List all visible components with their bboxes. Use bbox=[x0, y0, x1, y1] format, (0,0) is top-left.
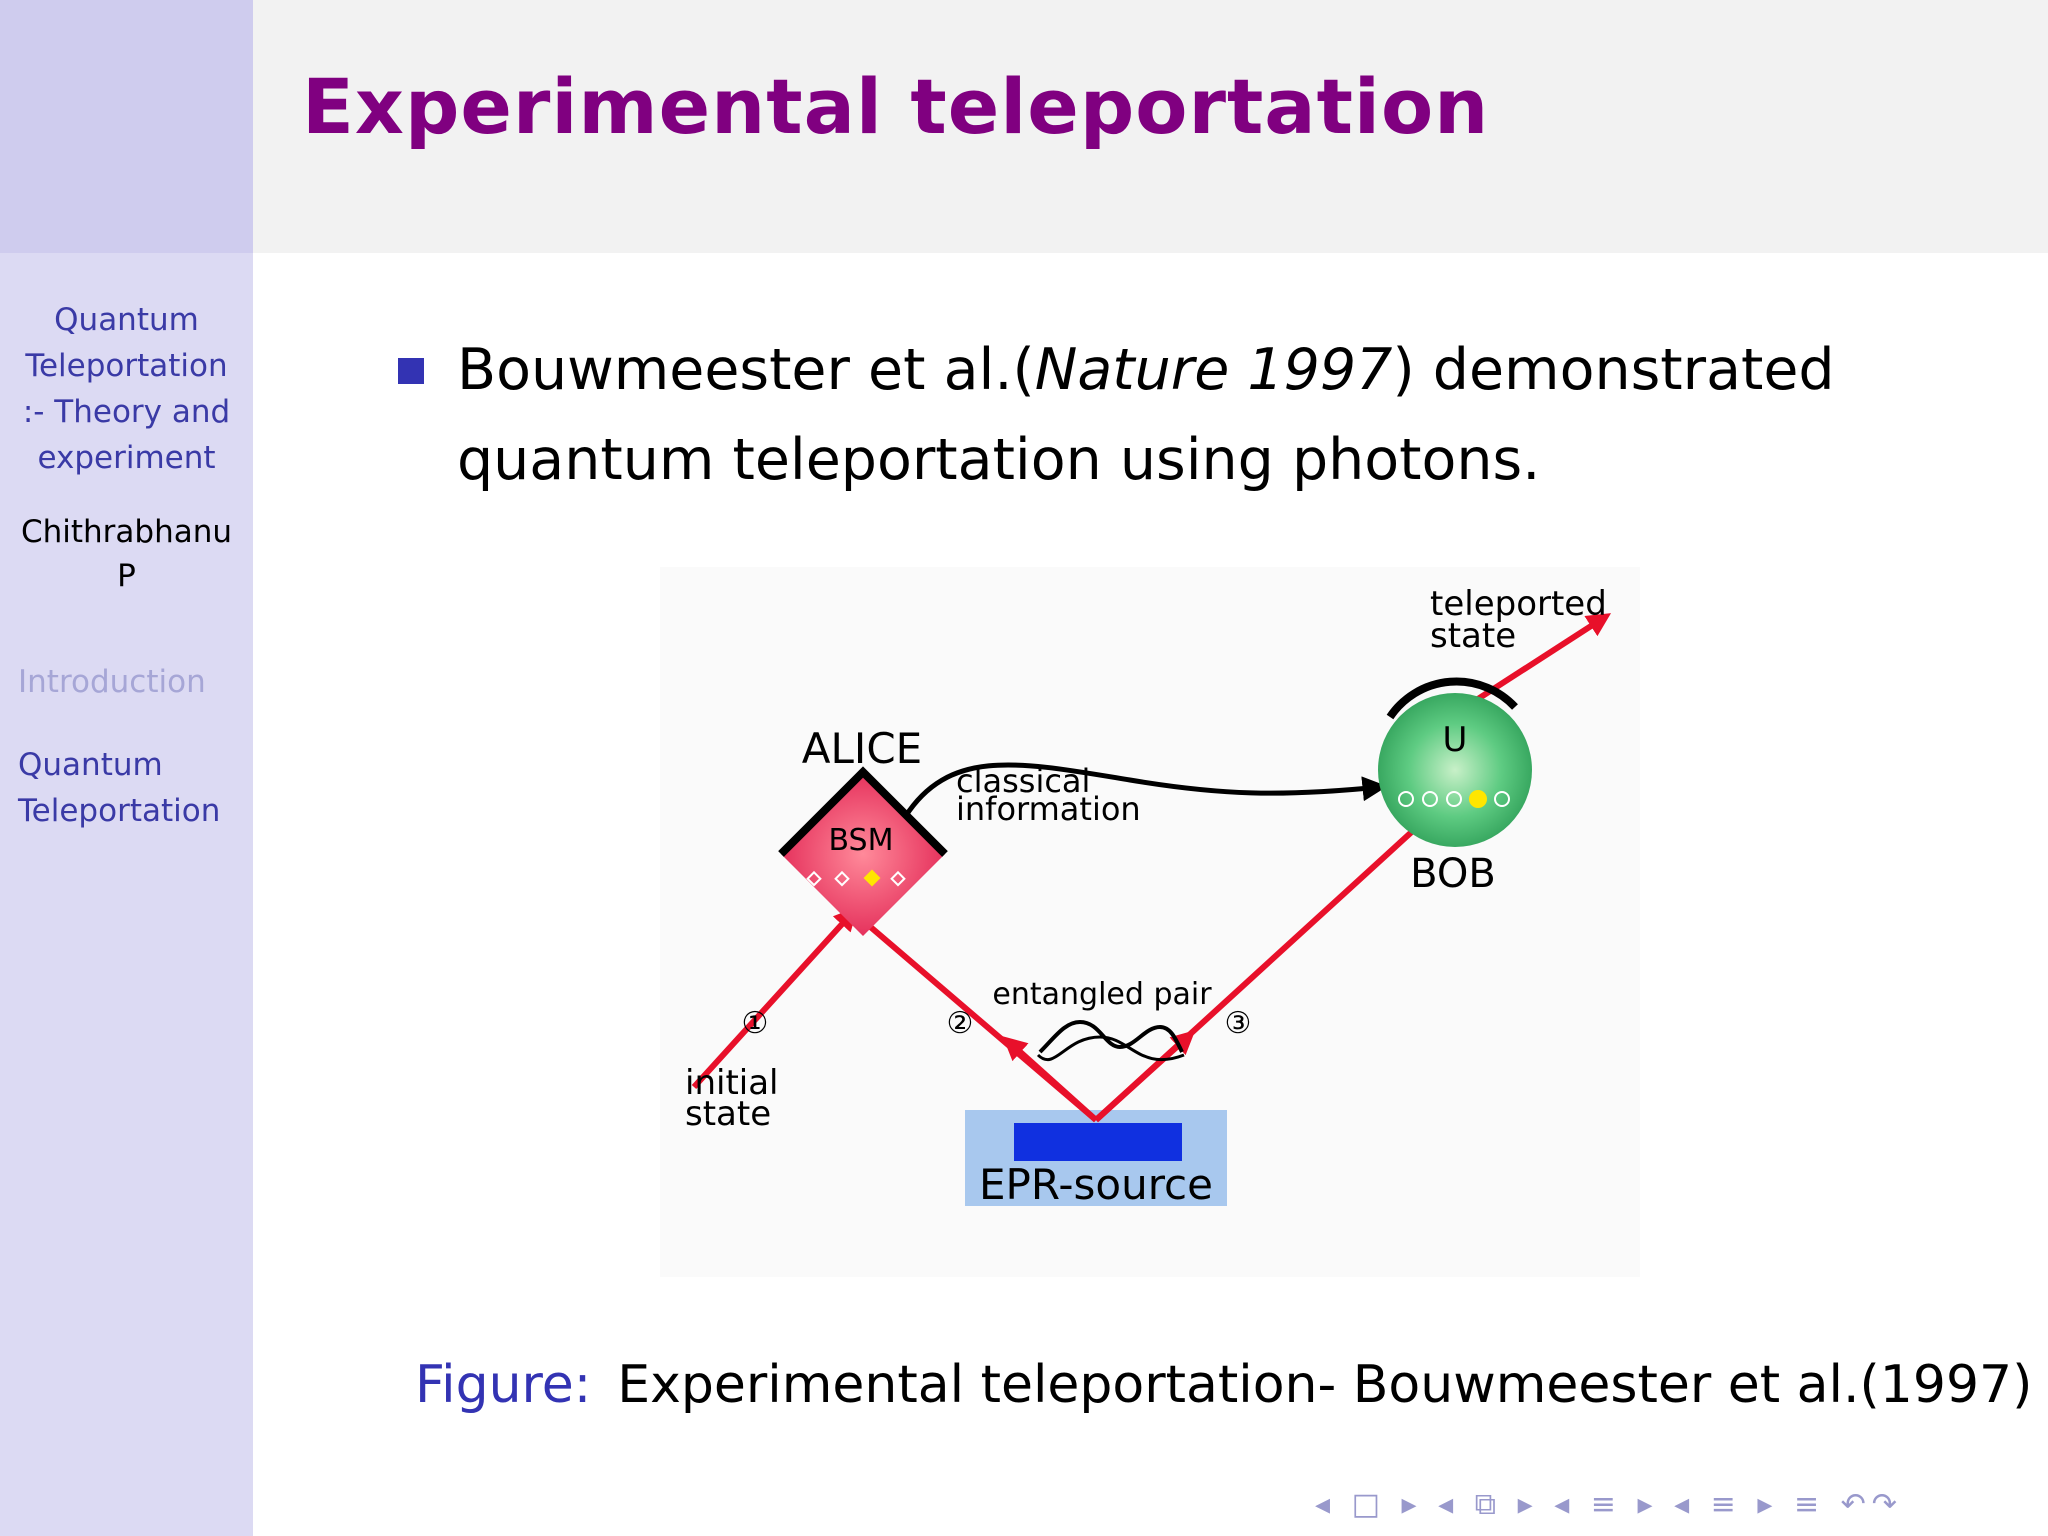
bob-unitary-arc bbox=[1386, 677, 1518, 720]
alice-label: ALICE bbox=[802, 724, 922, 773]
detector-icon bbox=[890, 870, 906, 887]
figure-image: EPR-source BSM ALICE classical informati… bbox=[660, 567, 1640, 1277]
entanglement-wave bbox=[1038, 1019, 1184, 1054]
bsm-label: BSM bbox=[829, 823, 894, 858]
bullet-text: Bouwmeester et al.(Nature 1997) demonstr… bbox=[457, 325, 1997, 505]
u-label: U bbox=[1443, 720, 1468, 760]
bullet-marker bbox=[398, 358, 424, 384]
caption-text: Experimental teleportation- Bouwmeester … bbox=[617, 1355, 2033, 1415]
detector-active-icon bbox=[1469, 790, 1487, 808]
presentation-title-line: Quantum bbox=[54, 302, 199, 338]
author-line: Chithrabhanu bbox=[20, 514, 233, 550]
epr-crystal bbox=[1014, 1123, 1182, 1161]
presentation-title-line: experiment bbox=[37, 440, 216, 476]
sidebar bbox=[0, 0, 253, 1536]
author-line: P bbox=[117, 558, 136, 594]
presentation-title-line: :- Theory and bbox=[22, 394, 231, 430]
beam-initial bbox=[691, 906, 858, 1090]
label-1: ① bbox=[742, 1006, 769, 1041]
beam-arrow-3 bbox=[1093, 1030, 1196, 1123]
beam-arrow-2 bbox=[1002, 1036, 1099, 1123]
detector-icon bbox=[1494, 791, 1510, 807]
author: Chithrabhanu P bbox=[0, 510, 253, 598]
initial-label: initial bbox=[685, 1063, 779, 1103]
entanglement-wave bbox=[1036, 1035, 1185, 1062]
entangled-label: entangled pair bbox=[992, 977, 1212, 1012]
presentation-title-line: Teleportation bbox=[25, 348, 228, 384]
bullet-text-before: Bouwmeester et al.( bbox=[457, 337, 1035, 403]
sidebar-header bbox=[0, 0, 253, 253]
figure-caption: Figure: Experimental teleportation- Bouwm… bbox=[415, 1355, 2032, 1415]
information-label: information bbox=[956, 790, 1141, 828]
bob-label: BOB bbox=[1410, 851, 1496, 897]
detector-icon bbox=[1446, 791, 1462, 807]
label-3: ③ bbox=[1225, 1006, 1252, 1041]
sidebar-item-label: Quantum bbox=[18, 747, 163, 783]
label-2: ② bbox=[947, 1006, 974, 1041]
slide-header bbox=[253, 0, 2048, 253]
bullet-text-after: ) demonstrated quantum teleportation usi… bbox=[457, 337, 1835, 493]
classical-channel-arrow bbox=[902, 762, 1388, 819]
teleported-state-label: state bbox=[1430, 616, 1516, 656]
presentation-title[interactable]: Quantum Teleportation :- Theory and expe… bbox=[0, 297, 253, 481]
epr-label: EPR-source bbox=[979, 1160, 1213, 1209]
bob-sphere bbox=[1378, 693, 1532, 847]
caption-label: Figure: bbox=[415, 1355, 592, 1415]
beamer-navigation-bar[interactable]: ◂ □ ▸ ◂ ⧉ ▸ ◂ ≡ ▸ ◂ ≡ ▸ ≡ ↶↷ bbox=[1315, 1487, 1903, 1522]
detector-icon bbox=[1422, 791, 1438, 807]
bullet-citation: Nature 1997 bbox=[1034, 337, 1393, 403]
teleportation-diagram: EPR-source BSM ALICE classical informati… bbox=[685, 584, 1612, 1209]
teleported-label: teleported bbox=[1430, 584, 1607, 624]
initial-state-label: state bbox=[685, 1094, 771, 1134]
detector-icon bbox=[1398, 791, 1414, 807]
sidebar-item-quantum-teleportation[interactable]: Quantum Teleportation bbox=[18, 742, 220, 834]
detector-icon bbox=[806, 870, 822, 887]
slide-title: Experimental teleportation bbox=[302, 62, 1490, 151]
detector-icon bbox=[834, 870, 850, 887]
alice-box-edge bbox=[778, 766, 948, 857]
sidebar-item-label: Teleportation bbox=[18, 793, 221, 829]
detector-active-icon bbox=[863, 869, 881, 887]
sidebar-item-introduction[interactable]: Introduction bbox=[18, 664, 206, 700]
classical-label: classical bbox=[956, 762, 1090, 800]
